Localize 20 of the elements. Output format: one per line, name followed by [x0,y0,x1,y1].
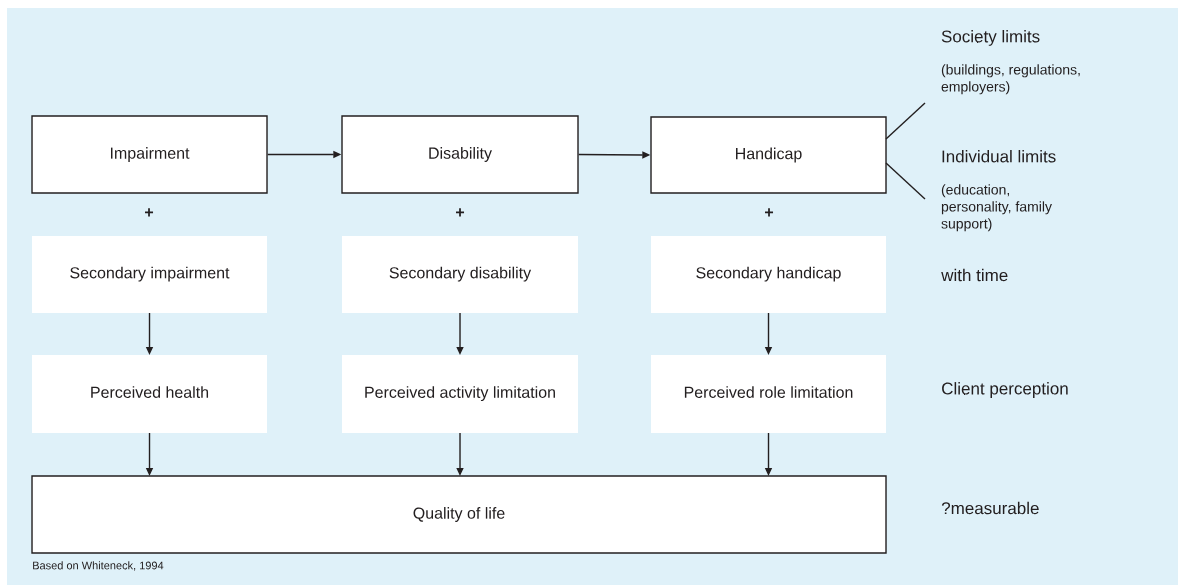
plus-sign: + [765,208,773,217]
leader-line [885,102,926,140]
plus-sign: + [456,208,464,217]
text-box: Perceived health [32,355,267,433]
text-box: Secondary handicap [651,236,886,313]
process-box: Disability [341,115,579,194]
process-box: Impairment [31,115,268,194]
text-box: Secondary impairment [32,236,267,313]
limits-text: Society limits (buildings, regulations, employers) [941,30,1080,95]
row-label: ?measurable [941,501,1039,515]
text-box: Secondary disability [342,236,578,313]
plus-sign: + [145,208,154,217]
process-box: Handicap [650,116,887,194]
process-box: Quality of life [31,475,887,554]
row-label: with time [941,268,1008,282]
leader-line [885,162,926,200]
limits-text: Individual limits (education, personality, family support) [941,150,1056,232]
row-label: Client perception [942,382,1068,398]
text-box: Perceived activity limitation [342,355,578,433]
text-box: Perceived role limitation [651,355,886,433]
